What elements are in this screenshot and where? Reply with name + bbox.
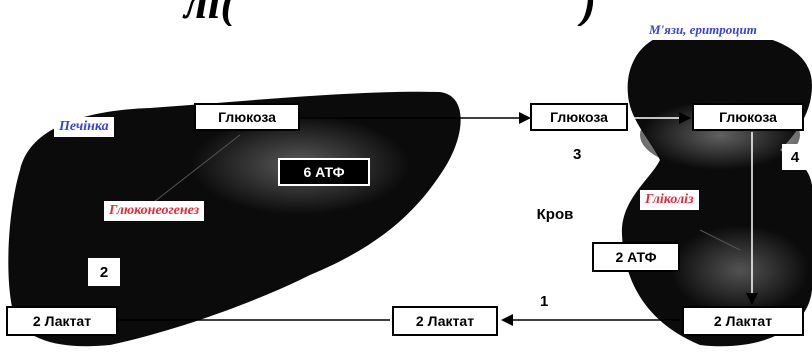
liver-atp-box: 6 АТФ: [278, 158, 370, 186]
blood-glucose-box: Глюкоза: [530, 103, 628, 131]
liver-lactate-box: 2 Лактат: [6, 306, 118, 336]
liver-glucose-box: Глюкоза: [194, 103, 300, 131]
muscle-glucose-box: Глюкоза: [692, 103, 804, 131]
muscle-texture-bottom: [670, 225, 810, 315]
blood-label: Кров: [525, 202, 585, 226]
step-1: 1: [540, 293, 548, 310]
muscle-atp-box: 2 АТФ: [592, 242, 680, 272]
gluconeogenesis-label: Глюконеогенез: [104, 201, 204, 221]
blood-lactate-box: 2 Лактат: [392, 306, 498, 336]
liver-label: Печінка: [54, 117, 114, 137]
step-4: 4: [782, 144, 808, 170]
step-3: 3: [573, 146, 581, 163]
muscle-lactate-box: 2 Лактат: [682, 306, 804, 336]
step-2: 2: [88, 258, 120, 286]
glycolysis-label: Гліколіз: [640, 190, 699, 210]
muscle-label: М'язи, еритроцит: [644, 20, 784, 40]
